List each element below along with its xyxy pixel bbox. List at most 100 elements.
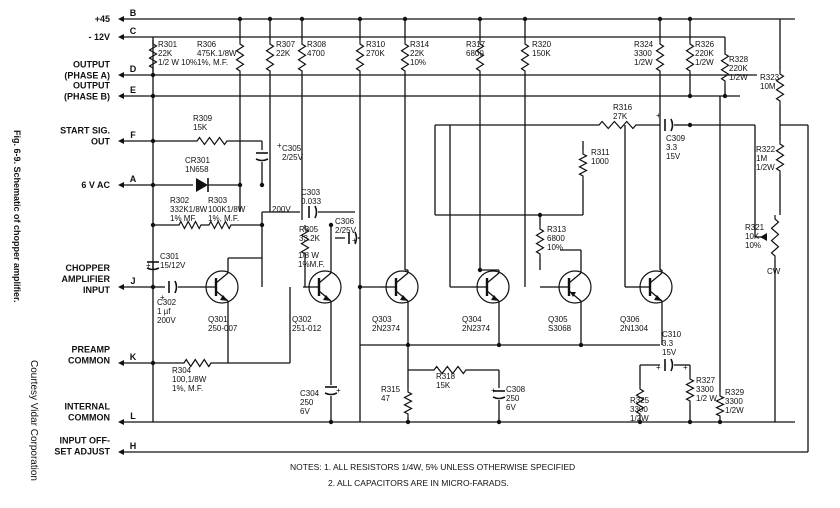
resistor-r314 bbox=[400, 40, 410, 75]
svg-text:COMMON: COMMON bbox=[68, 356, 110, 366]
svg-text:15V: 15V bbox=[662, 348, 677, 357]
capacitor-c310 bbox=[664, 358, 674, 372]
svg-text:200V: 200V bbox=[157, 316, 176, 325]
junction-dot bbox=[537, 212, 543, 218]
svg-text:150K: 150K bbox=[532, 49, 551, 58]
capacitor-c304 bbox=[324, 386, 338, 396]
svg-text:R317: R317 bbox=[466, 40, 486, 49]
resistor-r320 bbox=[520, 40, 530, 75]
figure-credit: Courtesy Vidar Corporation bbox=[28, 360, 39, 481]
capacitor-c309 bbox=[664, 118, 674, 132]
svg-text:Q305: Q305 bbox=[548, 315, 568, 324]
svg-text:6 V AC: 6 V AC bbox=[81, 180, 110, 190]
svg-text:22K: 22K bbox=[158, 49, 173, 58]
junction-dot bbox=[722, 93, 728, 99]
svg-text:6V: 6V bbox=[300, 407, 310, 416]
svg-text:2N2374: 2N2374 bbox=[462, 324, 491, 333]
resistor-r324 bbox=[655, 40, 665, 75]
resistor-r316 bbox=[595, 120, 640, 130]
svg-text:C309: C309 bbox=[666, 134, 686, 143]
svg-text:10%: 10% bbox=[410, 58, 426, 67]
svg-text:R326: R326 bbox=[695, 40, 715, 49]
resistor-r309 bbox=[193, 136, 231, 146]
svg-text:R328: R328 bbox=[729, 55, 749, 64]
junction-dot bbox=[578, 342, 584, 348]
svg-text:100K1/8W: 100K1/8W bbox=[208, 205, 246, 214]
junction-dot bbox=[496, 419, 502, 425]
note-1: NOTES: 1. ALL RESISTORS 1/4W, 5% UNLESS … bbox=[290, 462, 575, 472]
svg-text:R305: R305 bbox=[299, 225, 319, 234]
svg-text:251-012: 251-012 bbox=[292, 324, 322, 333]
transistor-q306 bbox=[634, 270, 673, 304]
svg-text:R315: R315 bbox=[381, 385, 401, 394]
plus-sign: + bbox=[352, 236, 357, 245]
svg-text:10K: 10K bbox=[745, 232, 760, 241]
resistor-r313 bbox=[535, 225, 545, 258]
capacitor-c302 bbox=[168, 280, 178, 294]
resistor-r306 bbox=[235, 40, 245, 75]
figure-caption: Fig. 6-9. Schematic of chopper amplifier… bbox=[12, 130, 22, 303]
signal-label-h: INPUT OFF-SET ADJUST bbox=[54, 436, 110, 457]
junction-dot bbox=[150, 222, 156, 228]
svg-text:1/2W: 1/2W bbox=[729, 73, 748, 82]
capacitor-c303 bbox=[308, 205, 318, 219]
junction-dot bbox=[687, 93, 693, 99]
svg-text:AMPLIFIER: AMPLIFIER bbox=[62, 274, 111, 284]
svg-text:10%: 10% bbox=[547, 243, 563, 252]
plus-sign: + bbox=[146, 261, 151, 270]
svg-text:SET ADJUST: SET ADJUST bbox=[54, 447, 110, 457]
svg-text:1/2W: 1/2W bbox=[725, 406, 744, 415]
junction-dot bbox=[328, 419, 334, 425]
svg-text:R320: R320 bbox=[532, 40, 552, 49]
resistor-r318 bbox=[430, 365, 470, 375]
svg-text:3.3: 3.3 bbox=[662, 339, 674, 348]
signal-letter-j: J bbox=[130, 276, 135, 286]
svg-text:R302: R302 bbox=[170, 196, 190, 205]
svg-text:CHOPPER: CHOPPER bbox=[65, 263, 110, 273]
svg-text:4700: 4700 bbox=[307, 49, 325, 58]
svg-text:3.3: 3.3 bbox=[666, 143, 678, 152]
junction-dot bbox=[150, 72, 156, 78]
label-v200: 200V bbox=[272, 205, 291, 214]
signal-letter-a: A bbox=[130, 174, 137, 184]
resistor-r325 bbox=[635, 385, 645, 418]
svg-text:220K: 220K bbox=[695, 49, 714, 58]
signal-label-c: - 12V bbox=[88, 32, 110, 42]
resistor-r322 bbox=[775, 140, 785, 175]
resistor-r308 bbox=[297, 40, 307, 75]
junction-dot bbox=[687, 419, 693, 425]
capacitor-c301 bbox=[146, 261, 160, 271]
svg-text:R308: R308 bbox=[307, 40, 327, 49]
signal-letter-c: C bbox=[130, 26, 137, 36]
signal-letter-e: E bbox=[130, 85, 136, 95]
plus-sign: + bbox=[336, 386, 341, 395]
transistor-q304 bbox=[471, 270, 510, 304]
resistor-r303 bbox=[205, 220, 235, 230]
junction-dot bbox=[496, 342, 502, 348]
svg-text:C310: C310 bbox=[662, 330, 682, 339]
svg-text:1M: 1M bbox=[756, 154, 767, 163]
wiper-arrow bbox=[760, 233, 767, 241]
svg-text:OUTPUT: OUTPUT bbox=[73, 81, 111, 91]
svg-text:C306: C306 bbox=[335, 217, 355, 226]
svg-text:10M: 10M bbox=[760, 82, 776, 91]
junction-dot bbox=[717, 419, 723, 425]
svg-text:R324: R324 bbox=[634, 40, 654, 49]
svg-text:1%, M.F.: 1%, M.F. bbox=[208, 214, 239, 223]
junction-dot bbox=[687, 16, 693, 22]
resistor-r323 bbox=[775, 70, 785, 105]
